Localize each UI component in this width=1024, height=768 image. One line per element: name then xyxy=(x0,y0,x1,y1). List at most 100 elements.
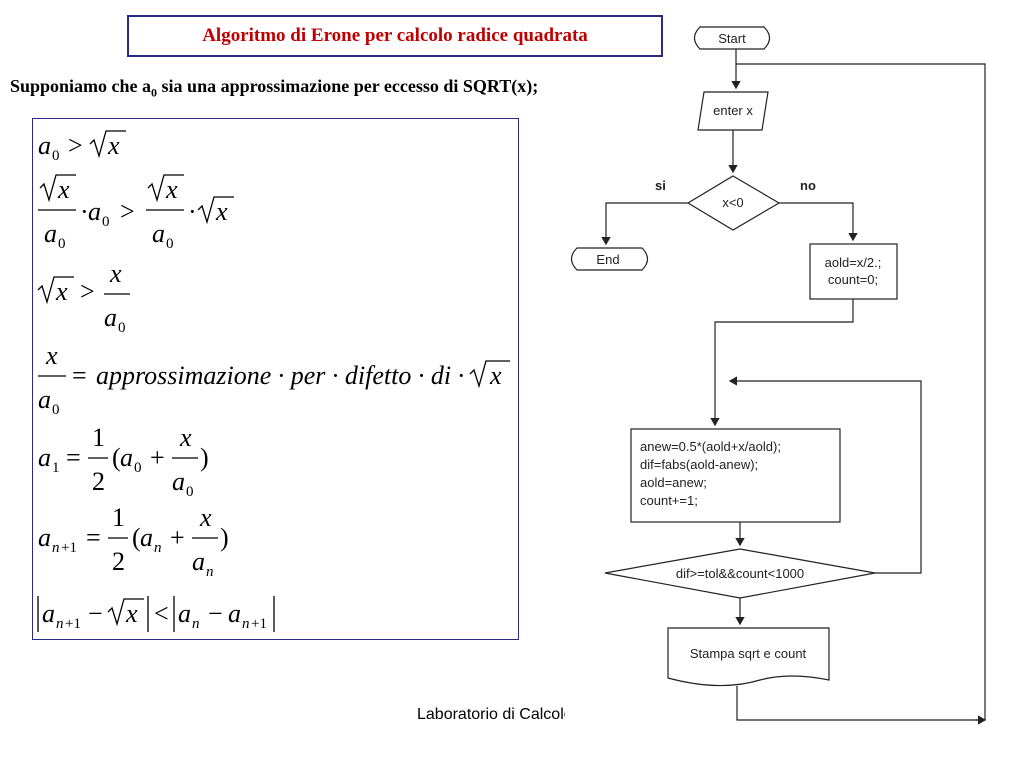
svg-text:2: 2 xyxy=(112,547,125,576)
svg-text:n: n xyxy=(192,616,200,632)
decision-label: x<0 xyxy=(722,195,743,210)
svg-text:x: x xyxy=(179,423,192,452)
svg-text:a: a xyxy=(140,523,153,552)
svg-text:x: x xyxy=(489,361,502,390)
yes-label: si xyxy=(655,178,666,193)
svg-text:a: a xyxy=(172,467,185,496)
svg-text:+1: +1 xyxy=(251,616,267,632)
formula-4-text: approssimazione · per · difetto · di · xyxy=(96,361,464,390)
end-label: End xyxy=(596,252,619,267)
svg-text:0: 0 xyxy=(52,148,60,164)
svg-text:>: > xyxy=(120,197,135,226)
output-document xyxy=(667,627,830,687)
svg-text:): ) xyxy=(200,443,209,472)
no-label: no xyxy=(800,178,816,193)
svg-text:−: − xyxy=(88,599,103,628)
svg-text:n: n xyxy=(56,616,64,632)
svg-text:+1: +1 xyxy=(61,540,77,556)
decision-diamond xyxy=(686,175,781,231)
svg-text:1: 1 xyxy=(112,503,125,532)
init-line-1: aold=x/2.; xyxy=(825,255,882,270)
svg-text:>: > xyxy=(68,131,83,160)
svg-text:a: a xyxy=(178,599,191,628)
svg-text:a: a xyxy=(42,599,55,628)
svg-text:x: x xyxy=(107,131,120,160)
svg-text:+: + xyxy=(150,443,165,472)
svg-text:x: x xyxy=(125,599,138,628)
svg-text:x: x xyxy=(109,259,122,288)
svg-text:0: 0 xyxy=(134,460,142,476)
svg-text:(: ( xyxy=(132,523,141,552)
intro-prefix: Supponiamo che a xyxy=(10,76,152,96)
loop-body-box xyxy=(630,428,841,523)
loop-line-3: aold=anew; xyxy=(640,475,707,490)
loop-line-2: dif=fabs(aold-anew); xyxy=(640,457,758,472)
svg-text:a: a xyxy=(38,523,51,552)
svg-text:): ) xyxy=(220,523,229,552)
init-box xyxy=(809,243,898,300)
svg-text:0: 0 xyxy=(58,236,66,252)
svg-text:−: − xyxy=(208,599,223,628)
svg-text:a: a xyxy=(152,219,165,248)
intro-text: Supponiamo che a0 sia una approssimazion… xyxy=(10,76,538,101)
slide-footer: Laboratorio di Calcolo xyxy=(417,706,565,723)
svg-text:2: 2 xyxy=(92,467,105,496)
svg-text:0: 0 xyxy=(102,214,110,230)
svg-text:+1: +1 xyxy=(65,616,81,632)
svg-text:0: 0 xyxy=(52,402,60,418)
svg-text:a: a xyxy=(228,599,241,628)
input-box xyxy=(697,91,769,131)
svg-text:x: x xyxy=(55,277,68,306)
slide-title: Algoritmo di Erone per calcolo radice qu… xyxy=(202,25,588,46)
loop-line-1: anew=0.5*(aold+x/aold); xyxy=(640,439,781,454)
svg-text:n: n xyxy=(154,540,162,556)
svg-text:x: x xyxy=(215,197,228,226)
svg-text:0: 0 xyxy=(186,484,194,500)
svg-text:a: a xyxy=(192,547,205,576)
svg-text:·: · xyxy=(188,197,197,226)
svg-text:a: a xyxy=(38,385,51,414)
intro-subscript: 0 xyxy=(151,85,158,100)
svg-text:·: · xyxy=(80,197,89,226)
svg-text:n: n xyxy=(242,616,250,632)
svg-text:a: a xyxy=(104,303,117,332)
svg-text:a: a xyxy=(120,443,133,472)
svg-text:x: x xyxy=(57,175,70,204)
svg-text:0: 0 xyxy=(118,320,126,336)
intro-suffix: sia una approssimazione per eccesso di S… xyxy=(157,76,539,96)
loop-condition-label: dif>=tol&&count<1000 xyxy=(676,566,804,581)
svg-text:0: 0 xyxy=(166,236,174,252)
start-terminal xyxy=(693,26,771,50)
svg-text:=: = xyxy=(72,361,87,390)
end-terminal xyxy=(570,247,649,271)
svg-text:x: x xyxy=(165,175,178,204)
svg-text:1: 1 xyxy=(92,423,105,452)
input-label: enter x xyxy=(713,103,753,118)
output-label: Stampa sqrt e count xyxy=(690,646,807,661)
slide-title-box: Algoritmo di Erone per calcolo radice qu… xyxy=(127,15,663,57)
svg-text:a: a xyxy=(38,131,51,160)
svg-text:x: x xyxy=(45,341,58,370)
loop-line-4: count+=1; xyxy=(640,493,698,508)
svg-text:(: ( xyxy=(112,443,121,472)
svg-text:a: a xyxy=(88,197,101,226)
svg-text:>: > xyxy=(80,277,95,306)
math-derivation-box xyxy=(32,118,519,640)
svg-text:a: a xyxy=(38,443,51,472)
svg-text:=: = xyxy=(66,443,81,472)
svg-text:=: = xyxy=(86,523,101,552)
init-line-2: count=0; xyxy=(828,272,878,287)
svg-text:n: n xyxy=(206,564,214,580)
svg-text:a: a xyxy=(44,219,57,248)
svg-text:<: < xyxy=(154,599,169,628)
svg-text:+: + xyxy=(170,523,185,552)
